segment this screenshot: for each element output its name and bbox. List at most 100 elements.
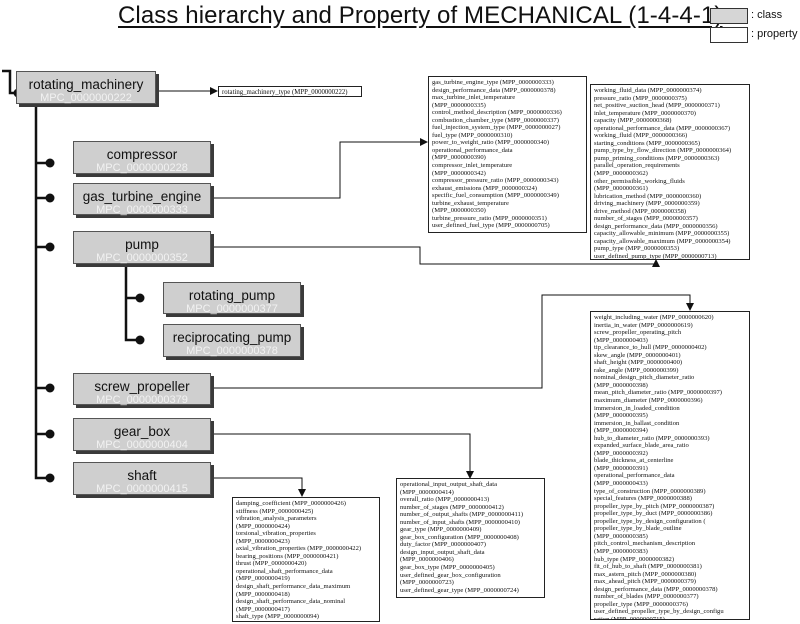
class-rotating-machinery[interactable]: rotating_machinery MPC_0000000222 bbox=[16, 71, 156, 104]
class-name: shaft bbox=[127, 468, 157, 483]
class-shaft[interactable]: shaft MPC_0000000415 bbox=[73, 462, 211, 495]
property-line: pump_type_by_flow_direction (MPP_0000000… bbox=[594, 147, 732, 155]
class-code: MPC_0000000415 bbox=[96, 483, 188, 495]
property-line: stiffness (MPP_0000000425) bbox=[236, 507, 314, 515]
property-line: shaft_type (MPP_0000000094) bbox=[236, 613, 319, 621]
class-gas-turbine-engine[interactable]: gas_turbine_engine MPC_0000000333 bbox=[73, 183, 211, 216]
property-line: thrust (MPP_0000000420) bbox=[236, 560, 307, 568]
property-box-shaft: damping_coefficient (MPP_0000000426)stif… bbox=[232, 497, 380, 622]
property-line: pump_priming_conditions (MPP_0000000363) bbox=[594, 154, 720, 162]
node-dot bbox=[45, 242, 55, 252]
property-line: specific_fuel_consumption (MPP_000000034… bbox=[432, 192, 559, 200]
node-dot bbox=[135, 293, 145, 303]
property-line: compressor_inlet_temperature bbox=[432, 162, 513, 170]
legend-class-swatch bbox=[710, 8, 748, 24]
property-line: (MPP_0000000361) bbox=[594, 185, 648, 193]
node-dot bbox=[135, 335, 145, 345]
property-line: fuel_type (MPP_0000000310) bbox=[432, 131, 513, 139]
property-line: user_defined_propeller_type_by_design_co… bbox=[594, 608, 724, 616]
property-line: pressure_ratio (MPP_0000000375) bbox=[594, 94, 687, 102]
property-line: (MPP_0000000424) bbox=[236, 522, 290, 530]
property-line: axial_vibration_properties (MPP_00000004… bbox=[236, 545, 362, 553]
class-code: MPC_0000000333 bbox=[96, 204, 188, 216]
arrow-screw-propeller-properties bbox=[211, 294, 694, 389]
property-line: immersion_in_loaded_condition bbox=[594, 404, 680, 412]
property-line: propeller_type_by_duct (MPP_0000000386) bbox=[594, 510, 713, 518]
property-line: operational_performance_data (MPP_000000… bbox=[594, 124, 731, 132]
property-line: working_fluid (MPP_0000000366) bbox=[594, 132, 688, 140]
property-line: nominal_design_pitch_diameter_ratio bbox=[594, 374, 695, 382]
node-dot bbox=[45, 158, 55, 168]
legend-class-label: : class bbox=[751, 9, 783, 21]
property-line: weight_including_water (MPP_0000000620) bbox=[594, 314, 714, 321]
property-line: user_defined_pump_type (MPP_0000000713) bbox=[594, 253, 717, 260]
property-line: combustion_chamber_type (MPP_0000000337) bbox=[432, 116, 559, 124]
property-line: rotating_machinery_type (MPP_0000000222) bbox=[222, 89, 348, 96]
class-code: MPC_0000000379 bbox=[96, 394, 188, 406]
property-line: propeller_type_by_design_configuration ( bbox=[594, 517, 706, 525]
property-line: number_of_stages (MPP_0000000357) bbox=[594, 215, 698, 223]
property-line: (MPP_0000000403) bbox=[594, 336, 648, 344]
property-line: shaft_height (MPP_0000000400) bbox=[594, 359, 683, 367]
property-line: design_performance_data (MPP_0000000378) bbox=[432, 86, 556, 94]
arrow-pump-properties bbox=[211, 246, 660, 267]
class-name: compressor bbox=[106, 147, 178, 162]
class-name: pump bbox=[125, 237, 159, 252]
class-code: MPC_0000000378 bbox=[186, 345, 278, 357]
property-line: pump_type (MPP_0000000353) bbox=[594, 245, 680, 253]
class-code: MPC_0000000377 bbox=[186, 303, 278, 315]
property-line: drive_method (MPP_0000000358) bbox=[594, 207, 687, 215]
property-line: propeller_type_by_pitch (MPP_0000000387) bbox=[594, 502, 715, 510]
class-name: screw_propeller bbox=[94, 379, 190, 394]
property-line: exhaust_emissions (MPP_0000000324) bbox=[432, 184, 537, 192]
class-rotating-pump[interactable]: rotating_pump MPC_0000000377 bbox=[163, 282, 301, 315]
property-line: torsional_vibration_properties bbox=[236, 530, 316, 538]
property-line: other_permissible_working_fluids bbox=[594, 177, 685, 185]
property-line: design_shaft_performance_data_nominal bbox=[236, 598, 346, 606]
class-gear-box[interactable]: gear_box MPC_0000000404 bbox=[73, 418, 211, 451]
property-line: capacity (MPP_0000000368) bbox=[594, 117, 672, 125]
class-screw-propeller[interactable]: screw_propeller MPC_0000000379 bbox=[73, 373, 211, 406]
property-line: propeller_type (MPP_0000000376) bbox=[594, 600, 688, 608]
property-line: duty_factor (MPP_0000000407) bbox=[400, 541, 486, 549]
property-line: blade_thickness_at_centerline bbox=[594, 457, 674, 465]
class-reciprocating-pump[interactable]: reciprocating_pump MPC_0000000378 bbox=[163, 324, 301, 357]
class-code: MPC_0000000228 bbox=[96, 162, 188, 174]
property-line: operational_shaft_performance_data bbox=[236, 567, 333, 575]
property-line: number_of_stages (MPP_0000000412) bbox=[400, 503, 504, 511]
property-line: (MPP_0000000395) bbox=[594, 412, 648, 420]
property-line: number_of_output_shafts (MPP_0000000411) bbox=[400, 511, 524, 519]
node-dot bbox=[45, 429, 55, 439]
property-line: (MPP_0000000417) bbox=[236, 605, 290, 613]
property-line: parallel_operation_requirements bbox=[594, 162, 680, 170]
property-line: inertia_in_water (MPP_0000000619) bbox=[594, 321, 693, 329]
class-code: MPC_0000000222 bbox=[40, 92, 132, 104]
property-line: type_of_construction (MPP_0000000389) bbox=[594, 487, 706, 495]
property-line: max_ahead_pitch (MPP_0000000379) bbox=[594, 578, 697, 586]
main-trunk-line bbox=[34, 106, 50, 480]
class-pump[interactable]: pump MPC_0000000352 bbox=[73, 231, 211, 264]
property-line: operational_input_output_shaft_data bbox=[400, 481, 498, 488]
property-line: immersion_in_ballast_condition bbox=[594, 419, 680, 427]
property-line: capacity_allowable_minimum (MPP_00000003… bbox=[594, 230, 730, 238]
property-line: design_performance_data (MPP_0000000378) bbox=[594, 585, 718, 593]
property-line: max_turbine_inlet_temperature bbox=[432, 94, 516, 102]
property-line: gear_type (MPP_0000000409) bbox=[400, 526, 482, 534]
arrow-shaft-properties bbox=[211, 477, 306, 497]
property-line: (MPP_0000000390) bbox=[432, 154, 486, 162]
class-compressor[interactable]: compressor MPC_0000000228 bbox=[73, 141, 211, 174]
legend-property-swatch bbox=[710, 27, 748, 43]
property-line: (MPP_0000000392) bbox=[594, 449, 648, 457]
property-line: maximum_diameter (MPP_0000000396) bbox=[594, 397, 703, 405]
property-line: (MPP_0000000398) bbox=[594, 381, 648, 389]
property-line: mean_pitch_diameter_ratio (MPP_000000039… bbox=[594, 389, 723, 397]
class-name: gear_box bbox=[113, 424, 171, 439]
property-line: operational_performance_data bbox=[432, 146, 513, 154]
property-line: (MPP_0000000394) bbox=[594, 427, 648, 435]
node-dot bbox=[45, 383, 55, 393]
property-line: design_input_output_shaft_data bbox=[400, 548, 485, 556]
property-line: (MPP_0000000362) bbox=[594, 170, 648, 178]
class-name: rotating_machinery bbox=[28, 77, 144, 92]
property-line: user_defined_fuel_type (MPP_0000000705) bbox=[432, 222, 550, 230]
property-line: operational_performance_data bbox=[594, 472, 675, 480]
